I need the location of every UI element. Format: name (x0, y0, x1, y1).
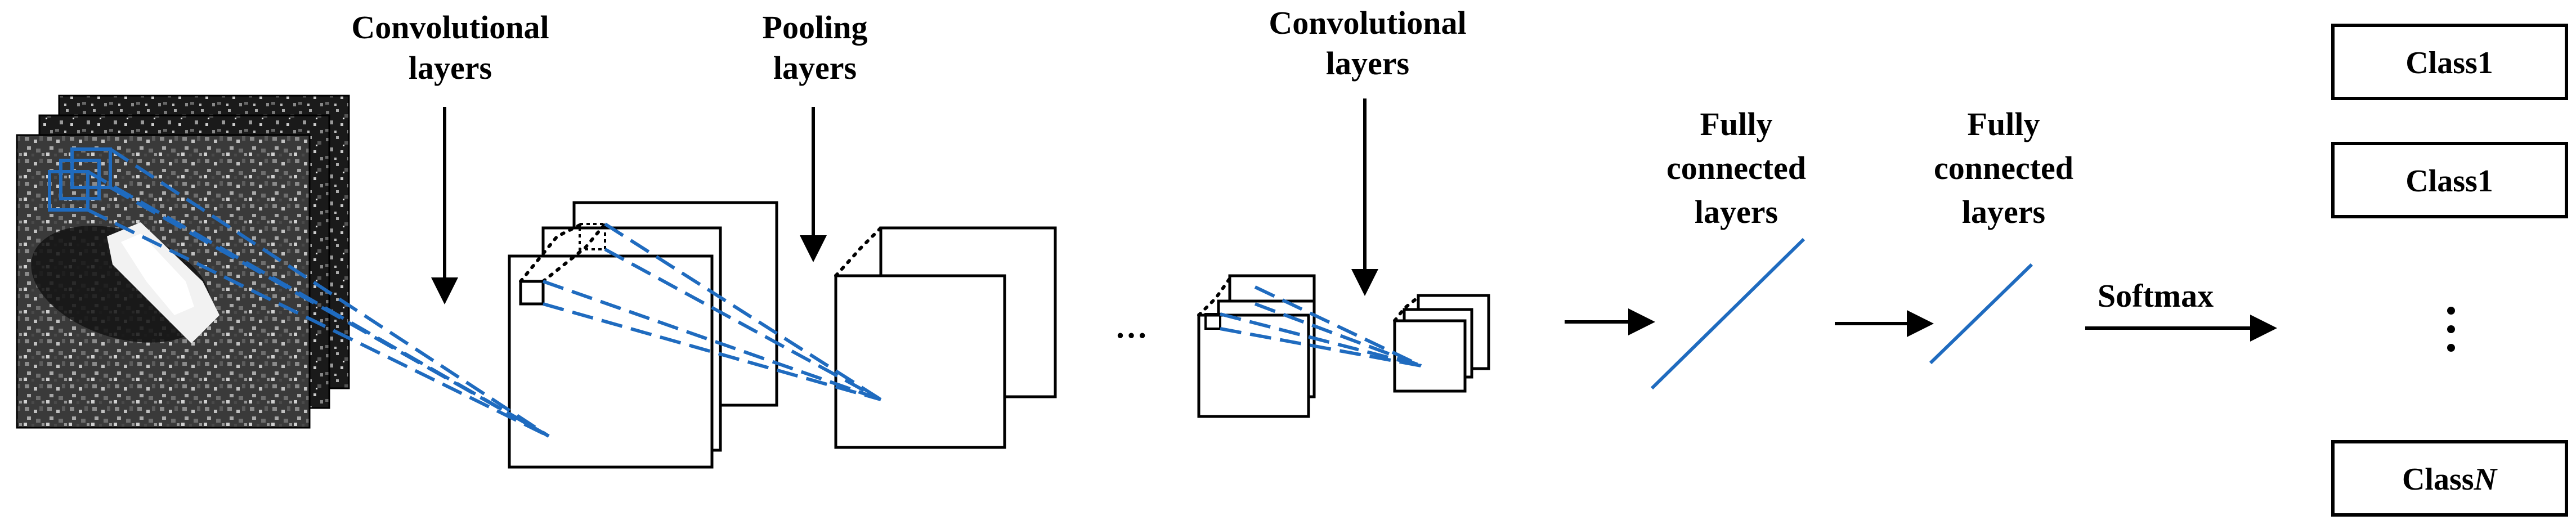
softmax-label: Softmax (2098, 277, 2214, 314)
fc1-label-line1: Fully (1700, 106, 1773, 142)
arrows (431, 98, 2277, 342)
fc2-label-line3: layers (1962, 194, 2045, 230)
class-label-1: Class1 (2405, 46, 2493, 80)
ellipsis-label: … (1115, 308, 1148, 345)
vertical-ellipsis (2447, 307, 2455, 352)
pool-label-line2: layers (773, 50, 857, 86)
input-image-stack (16, 95, 350, 429)
fc1-label-line3: layers (1695, 194, 1778, 230)
conv1-label-line1: Convolutional (351, 9, 549, 46)
conv1-label-line2: layers (409, 50, 492, 86)
conv2-label-line2: layers (1326, 45, 1409, 82)
blue-connections (87, 147, 2033, 438)
fc1-label-line2: connected (1666, 150, 1806, 186)
pool-label-line1: Pooling (763, 9, 868, 46)
layer-labels: Convolutional layers Pooling layers Conv… (351, 5, 2214, 345)
conv1-feature-maps (508, 201, 778, 469)
conv2-label-line1: Convolutional (1269, 5, 1466, 41)
class-label-n-prefix: Class (2402, 462, 2474, 497)
class-label-2: Class1 (2405, 164, 2493, 199)
class-box-n (2331, 440, 2568, 517)
class-label-n: ClassN (2402, 462, 2498, 497)
output-classes: Class1 Class1 ClassN (2331, 24, 2568, 517)
fc2-label-line1: Fully (1968, 106, 2040, 142)
fc2-label-line2: connected (1934, 150, 2073, 186)
pooling-feature-maps (834, 226, 1057, 449)
class-box-1 (2331, 24, 2568, 100)
input-receptive-field (48, 147, 112, 212)
class-box-2 (2331, 142, 2568, 218)
class-label-n-suffix: N (2474, 462, 2498, 497)
